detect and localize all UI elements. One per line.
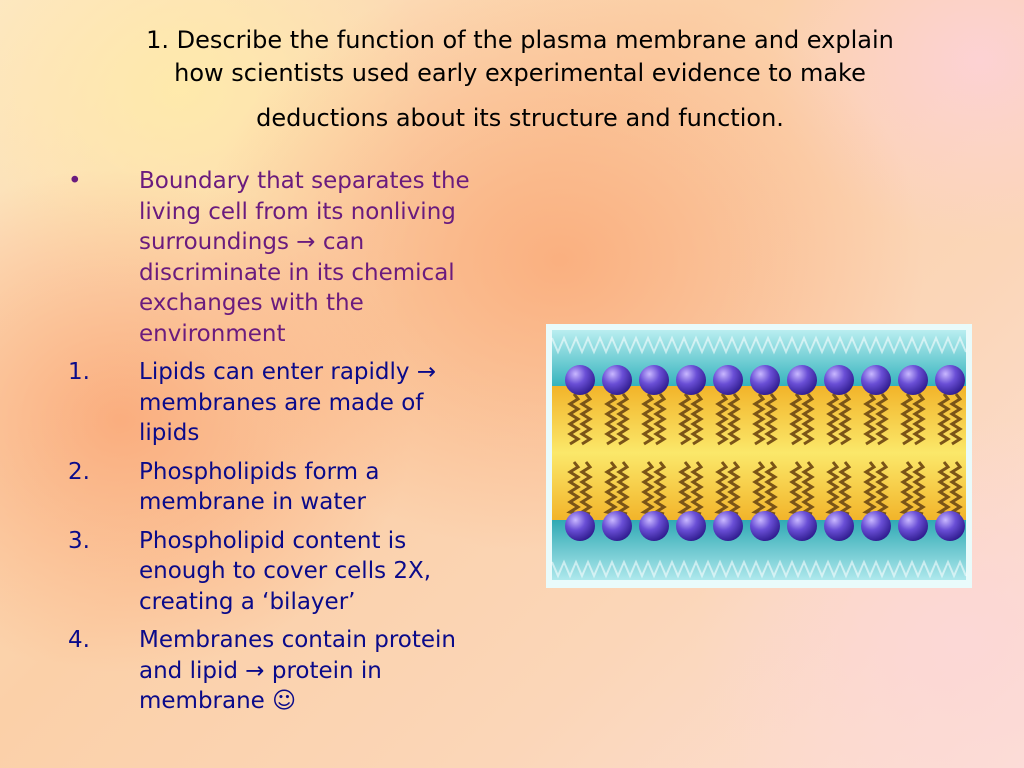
phospholipid-head xyxy=(713,511,743,541)
lipid-tail xyxy=(714,461,729,516)
list-text: Lipids can enter rapidly → membranes are… xyxy=(139,359,437,446)
phospholipid-head xyxy=(898,365,928,395)
lipid-tail xyxy=(603,461,618,516)
lipid-tail xyxy=(567,393,581,446)
phospholipid-head xyxy=(676,365,706,395)
lipid-tail xyxy=(900,393,914,446)
list-text: Membranes contain protein and lipid → pr… xyxy=(139,627,457,714)
water-waves xyxy=(551,335,967,579)
phospholipid-head xyxy=(750,511,780,541)
lipid-tail xyxy=(715,393,729,446)
bullet-text: Boundary that separates the living cell … xyxy=(139,168,470,347)
list-number: 3. xyxy=(68,527,90,554)
lipid-tail xyxy=(578,461,593,516)
slide-title: 1. Describe the function of the plasma m… xyxy=(90,24,950,135)
lipid-tail xyxy=(875,393,889,446)
lipid-tail xyxy=(826,393,840,446)
lipid-tail xyxy=(912,393,926,446)
phospholipid-head xyxy=(565,365,595,395)
bullet-list: • Boundary that separates the living cel… xyxy=(68,166,488,725)
lipid-tail xyxy=(751,461,766,516)
lipid-tail xyxy=(788,461,803,516)
lipid-tail xyxy=(899,461,914,516)
phospholipid-head xyxy=(824,365,854,395)
list-item-phospholipids: 2. Phospholipids form a membrane in wate… xyxy=(68,457,488,518)
title-line-1: 1. Describe the function of the plasma m… xyxy=(146,26,894,54)
list-text: Phospholipids form a membrane in water xyxy=(139,458,380,516)
phospholipid-head xyxy=(713,365,743,395)
lipid-tail xyxy=(948,461,963,516)
phospholipid-head xyxy=(935,511,965,541)
phospholipid-head xyxy=(861,511,891,541)
lipid-tail xyxy=(764,393,778,446)
water-wave xyxy=(551,559,967,579)
lipid-tail xyxy=(838,393,852,446)
lipid-tail xyxy=(936,461,951,516)
lipid-tail xyxy=(641,393,655,446)
lipid-tail xyxy=(690,393,704,446)
lipid-tail xyxy=(874,461,889,516)
lipid-tail xyxy=(677,461,692,516)
phospholipid-head xyxy=(935,365,965,395)
lipid-tail xyxy=(726,461,741,516)
list-number: 1. xyxy=(68,359,90,385)
phospholipid-head xyxy=(602,511,632,541)
lipid-tail xyxy=(678,393,692,446)
lipid-tail xyxy=(579,393,593,446)
lipid-tail xyxy=(727,393,741,446)
phospholipid-head xyxy=(602,365,632,395)
lipid-tail xyxy=(862,461,877,516)
title-line-3: deductions about its structure and funct… xyxy=(256,104,784,132)
list-item-bilayer: 3. Phospholipid content is enough to cov… xyxy=(68,526,488,618)
bullet-boundary: • Boundary that separates the living cel… xyxy=(68,166,488,349)
lipid-tail xyxy=(789,393,803,446)
list-item-lipids: 1. Lipids can enter rapidly → membranes … xyxy=(68,357,488,449)
lipid-tail xyxy=(604,393,618,446)
lipid-tail xyxy=(800,461,815,516)
phospholipid-head xyxy=(898,511,928,541)
phospholipid-head xyxy=(676,511,706,541)
lipid-tail xyxy=(825,461,840,516)
lipid-tail xyxy=(763,461,778,516)
list-number: 4. xyxy=(68,627,90,653)
water-wave xyxy=(551,335,967,355)
phospholipid-head xyxy=(787,511,817,541)
lipid-tail xyxy=(653,393,667,446)
phospholipid-head xyxy=(824,511,854,541)
bullet-marker: • xyxy=(68,168,82,194)
phospholipid-bilayer-icon xyxy=(546,324,972,588)
phospholipid-head xyxy=(861,365,891,395)
lipid-tail xyxy=(615,461,630,516)
phospholipid-head xyxy=(639,365,669,395)
phosphate-heads xyxy=(565,365,965,541)
lipid-tail xyxy=(801,393,815,446)
list-item-protein: 4. Membranes contain protein and lipid →… xyxy=(68,625,488,717)
lipid-tail xyxy=(949,393,963,446)
lipid-tail xyxy=(616,393,630,446)
lipid-tail xyxy=(863,393,877,446)
lipid-tails xyxy=(566,393,963,516)
lipid-tail xyxy=(689,461,704,516)
lipid-tail xyxy=(566,461,581,516)
phospholipid-head xyxy=(750,365,780,395)
phospholipid-head xyxy=(787,365,817,395)
title-line-2: how scientists used early experimental e… xyxy=(174,59,866,87)
lipid-tail xyxy=(937,393,951,446)
phospholipid-head xyxy=(565,511,595,541)
phospholipid-head xyxy=(639,511,669,541)
list-number: 2. xyxy=(68,458,90,485)
lipid-tail xyxy=(752,393,766,446)
lipid-tail xyxy=(640,461,655,516)
lipid-tail xyxy=(652,461,667,516)
list-text: Phospholipid content is enough to cover … xyxy=(139,527,432,615)
lipid-tail xyxy=(837,461,852,516)
lipid-tail xyxy=(911,461,926,516)
